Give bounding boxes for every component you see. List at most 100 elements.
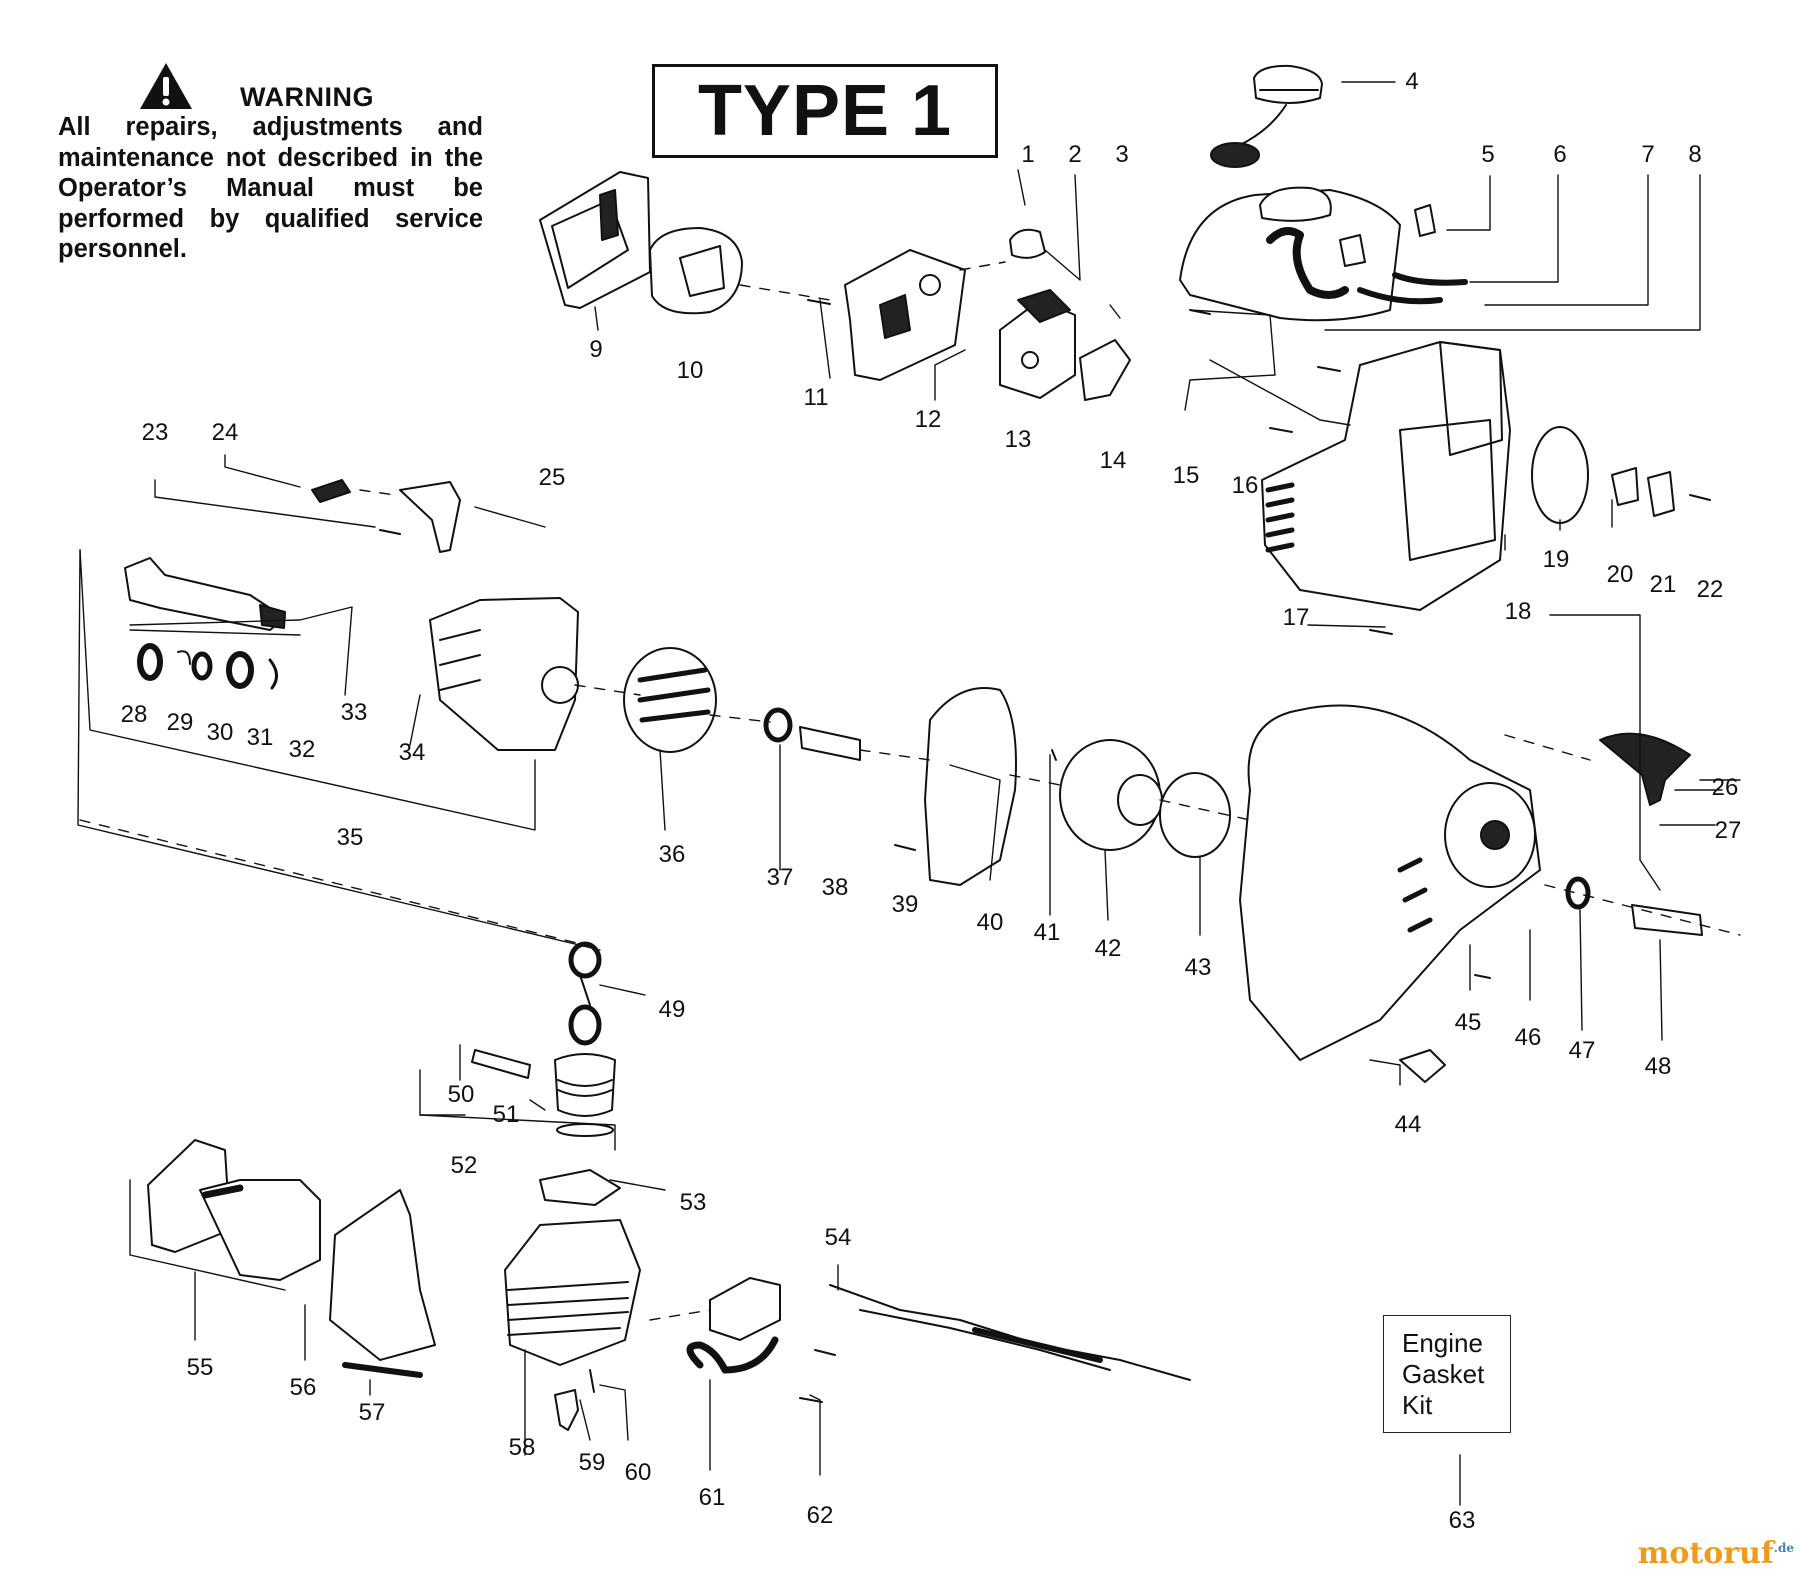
part-label-8: 8 bbox=[1688, 141, 1701, 168]
part-label-26: 26 bbox=[1712, 774, 1739, 801]
watermark-suffix: .de bbox=[1773, 1541, 1794, 1555]
part-starter-pulley bbox=[1059, 739, 1163, 851]
part-label-24: 24 bbox=[212, 419, 239, 446]
part-starter-housing bbox=[1239, 704, 1541, 1061]
part-label-19: 19 bbox=[1543, 546, 1570, 573]
part-label-33: 33 bbox=[341, 699, 368, 726]
part-washer-37 bbox=[763, 707, 793, 743]
part-label-10: 10 bbox=[677, 357, 704, 384]
warning-triangle-icon bbox=[140, 63, 192, 109]
part-label-44: 44 bbox=[1395, 1111, 1422, 1138]
part-carburetor-gasket bbox=[1079, 339, 1131, 401]
part-label-48: 48 bbox=[1645, 1053, 1672, 1080]
part-label-28: 28 bbox=[121, 701, 148, 728]
part-label-12: 12 bbox=[915, 406, 942, 433]
part-label-47: 47 bbox=[1569, 1037, 1596, 1064]
part-label-2: 2 bbox=[1068, 141, 1081, 168]
part-carburetor-bracket bbox=[844, 249, 966, 381]
part-bracket-25 bbox=[399, 481, 461, 553]
part-label-34: 34 bbox=[399, 739, 426, 766]
part-muffler bbox=[147, 1139, 321, 1281]
part-spring-57 bbox=[342, 1362, 423, 1378]
part-label-49: 49 bbox=[659, 996, 686, 1023]
kit-line-3: Kit bbox=[1402, 1390, 1433, 1420]
warning-header: WARNING bbox=[138, 60, 483, 112]
part-piston-pin bbox=[471, 1049, 531, 1079]
part-label-58: 58 bbox=[509, 1434, 536, 1461]
kit-line-2: Gasket bbox=[1402, 1359, 1485, 1389]
part-label-41: 41 bbox=[1034, 919, 1061, 946]
part-label-62: 62 bbox=[807, 1502, 834, 1529]
part-cylinder bbox=[504, 1219, 641, 1366]
part-bearings-seals bbox=[137, 643, 278, 690]
part-washer-47 bbox=[1565, 876, 1591, 910]
part-label-31: 31 bbox=[247, 724, 274, 751]
part-label-22: 22 bbox=[1697, 576, 1724, 603]
engine-gasket-kit-box: Engine Gasket Kit bbox=[1383, 1315, 1511, 1433]
part-fuel-filter bbox=[1414, 204, 1436, 237]
part-label-63: 63 bbox=[1449, 1507, 1476, 1534]
part-tube-38 bbox=[799, 726, 861, 761]
part-label-52: 52 bbox=[451, 1152, 478, 1179]
part-label-29: 29 bbox=[167, 709, 194, 736]
part-fuel-tank bbox=[1179, 186, 1468, 322]
part-label-20: 20 bbox=[1607, 561, 1634, 588]
part-label-40: 40 bbox=[977, 909, 1004, 936]
part-label-61: 61 bbox=[699, 1484, 726, 1511]
part-label-6: 6 bbox=[1553, 141, 1566, 168]
alignment-lines bbox=[79, 261, 1741, 1321]
part-label-15: 15 bbox=[1173, 462, 1200, 489]
part-connecting-rod bbox=[568, 941, 602, 1046]
part-label-37: 37 bbox=[767, 864, 794, 891]
part-shroud bbox=[924, 687, 1017, 886]
part-engine-housing bbox=[1261, 341, 1511, 611]
part-label-51: 51 bbox=[493, 1101, 520, 1128]
part-label-21: 21 bbox=[1650, 571, 1677, 598]
part-label-43: 43 bbox=[1185, 954, 1212, 981]
part-wire-54b bbox=[859, 1309, 1111, 1371]
part-wire-54 bbox=[829, 1284, 1191, 1381]
watermark-logo: motoruf.de bbox=[1638, 1536, 1794, 1571]
part-air-filter bbox=[649, 227, 743, 315]
warning-block: WARNING All repairs, adjustments and mai… bbox=[58, 60, 483, 265]
part-label-18: 18 bbox=[1505, 598, 1532, 625]
part-cylinder-gasket bbox=[539, 1169, 621, 1206]
part-label-53: 53 bbox=[680, 1189, 707, 1216]
warning-title: WARNING bbox=[240, 81, 374, 112]
part-recoil-spring bbox=[1159, 772, 1231, 858]
part-label-17: 17 bbox=[1283, 604, 1310, 631]
part-o-ring bbox=[1531, 426, 1589, 524]
part-label-55: 55 bbox=[187, 1354, 214, 1381]
warning-text: All repairs, adjustments and maintenance… bbox=[58, 113, 483, 263]
part-24 bbox=[311, 479, 351, 503]
part-label-42: 42 bbox=[1095, 935, 1122, 962]
kit-line-1: Engine bbox=[1402, 1328, 1483, 1358]
part-label-3: 3 bbox=[1115, 141, 1128, 168]
part-label-59: 59 bbox=[579, 1449, 606, 1476]
part-label-5: 5 bbox=[1481, 141, 1494, 168]
watermark-text: motoruf bbox=[1637, 1536, 1774, 1571]
part-label-13: 13 bbox=[1005, 426, 1032, 453]
part-label-16: 16 bbox=[1232, 472, 1259, 499]
part-label-1: 1 bbox=[1021, 141, 1034, 168]
part-21 bbox=[1647, 471, 1675, 517]
part-label-25: 25 bbox=[539, 464, 566, 491]
part-starter-handle bbox=[1599, 732, 1691, 806]
part-label-27: 27 bbox=[1715, 817, 1742, 844]
part-label-50: 50 bbox=[448, 1081, 475, 1108]
part-crankcase bbox=[429, 597, 579, 751]
part-label-46: 46 bbox=[1515, 1024, 1542, 1051]
part-label-9: 9 bbox=[589, 336, 602, 363]
part-label-32: 32 bbox=[289, 736, 316, 763]
type-label: TYPE 1 bbox=[697, 71, 953, 151]
part-20 bbox=[1611, 467, 1639, 506]
part-label-45: 45 bbox=[1455, 1009, 1482, 1036]
part-label-36: 36 bbox=[659, 841, 686, 868]
part-label-23: 23 bbox=[142, 419, 169, 446]
part-label-4: 4 bbox=[1405, 68, 1418, 95]
part-label-14: 14 bbox=[1100, 447, 1127, 474]
part-label-60: 60 bbox=[625, 1459, 652, 1486]
